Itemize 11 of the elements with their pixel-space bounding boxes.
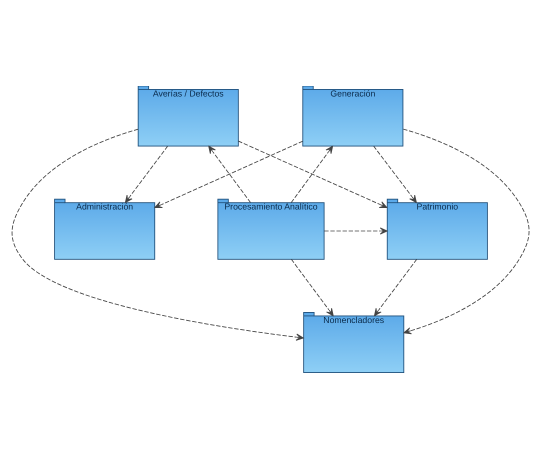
arrow <box>324 226 388 234</box>
arrow <box>291 258 334 316</box>
arrow <box>208 145 251 202</box>
arrow <box>374 258 418 316</box>
arrow <box>154 140 304 208</box>
arrow <box>373 145 417 202</box>
arrow <box>12 128 304 340</box>
arrow <box>124 145 168 202</box>
arrow <box>290 145 334 202</box>
arrow <box>238 140 388 208</box>
arrow <box>402 128 530 334</box>
